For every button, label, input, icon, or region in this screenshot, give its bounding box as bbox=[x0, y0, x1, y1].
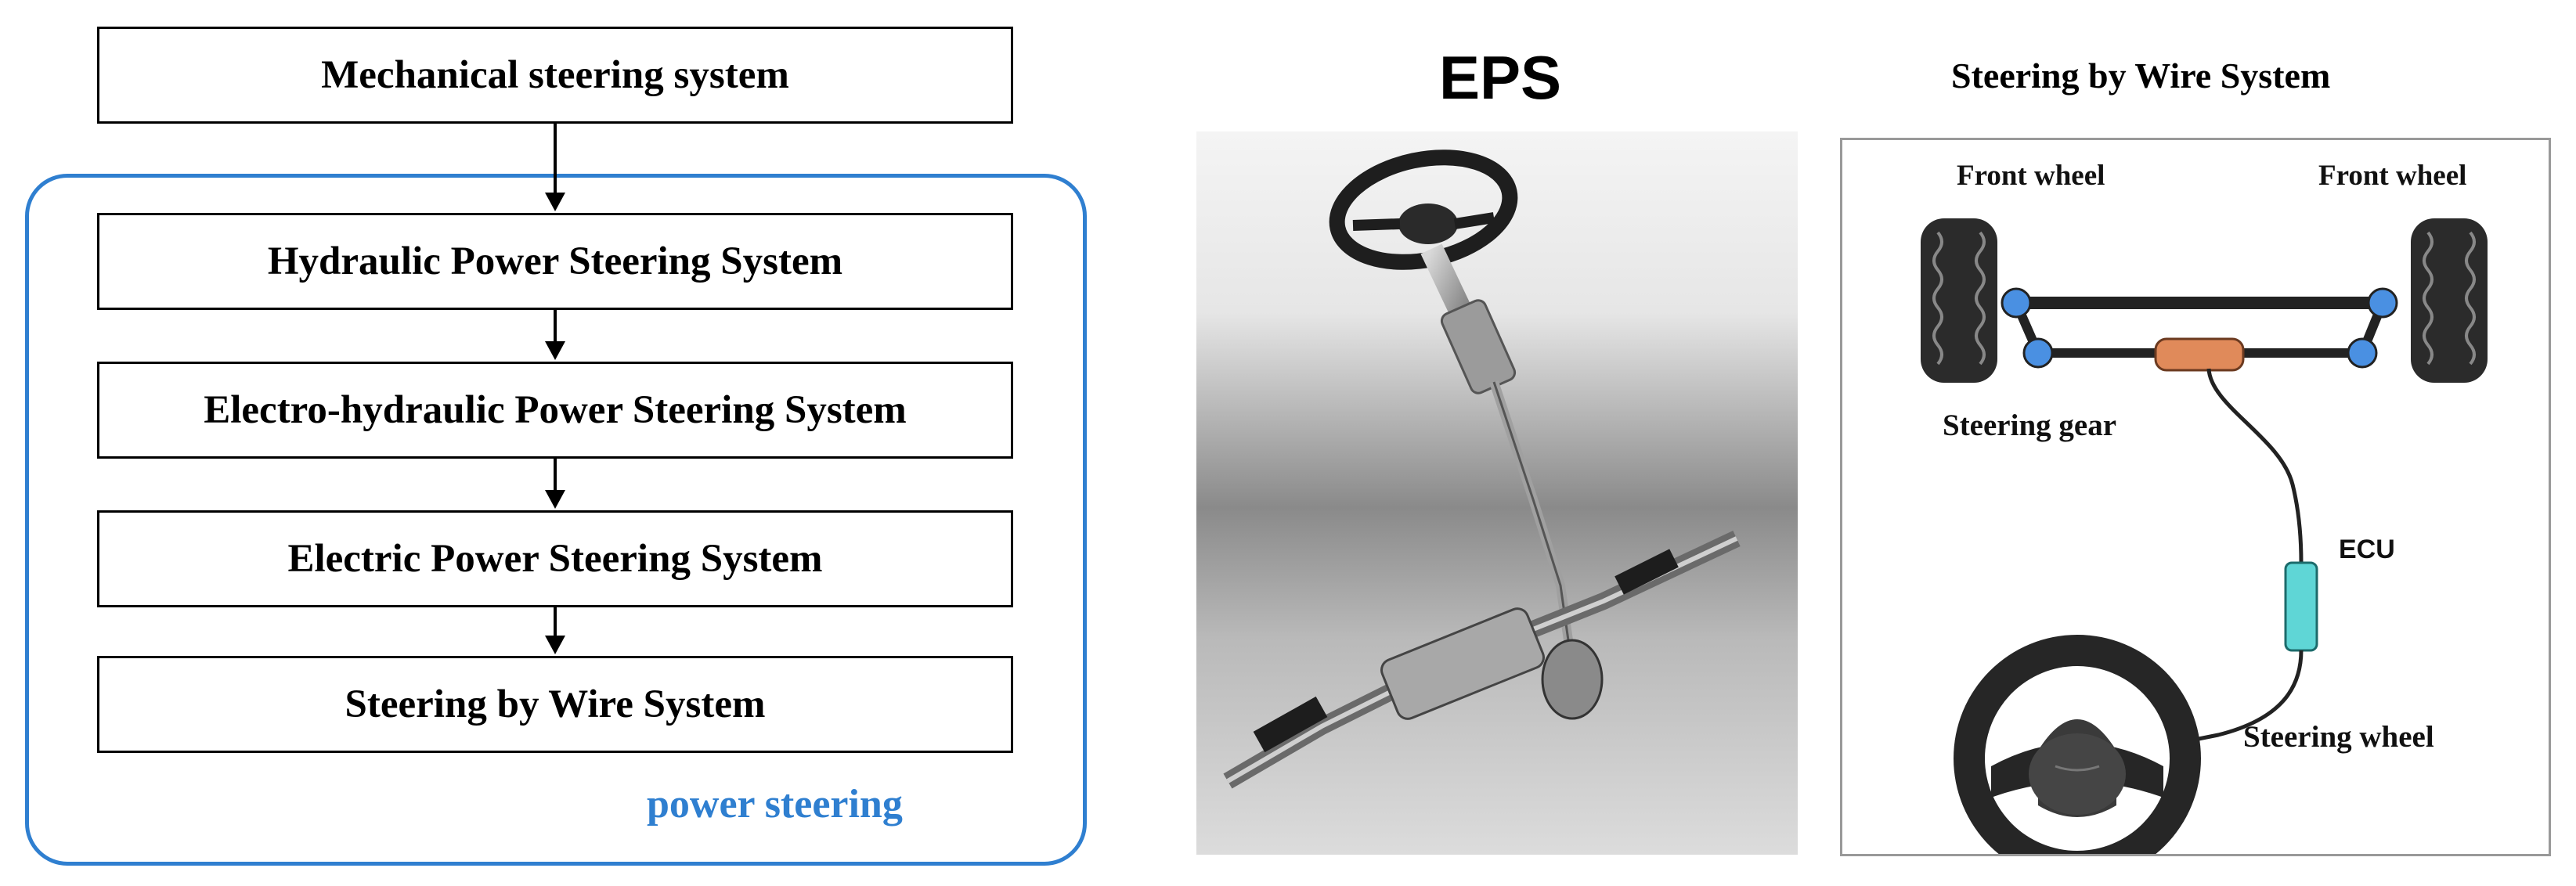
steering-gear-label: Steering gear bbox=[1943, 409, 2117, 442]
joint-icon bbox=[2022, 337, 2054, 369]
ecu-icon bbox=[2284, 561, 2318, 652]
arrow-1 bbox=[545, 124, 565, 211]
sbw-drawing bbox=[1921, 218, 2488, 854]
steering-wheel-label: Steering wheel bbox=[2243, 720, 2434, 754]
step-by-wire: Steering by Wire System bbox=[97, 656, 1013, 753]
arrow-2 bbox=[545, 310, 565, 360]
step-hydraulic: Hydraulic Power Steering System bbox=[97, 213, 1013, 310]
sbw-title: Steering by Wire System bbox=[1951, 56, 2331, 95]
right-tire-icon bbox=[2411, 218, 2488, 383]
joint-icon bbox=[2347, 337, 2378, 369]
sbw-diagram: Front wheel Front wheel Steering gear EC… bbox=[1840, 138, 2551, 856]
ecu-label: ECU bbox=[2339, 535, 2395, 564]
joint-icon bbox=[2367, 287, 2398, 319]
eps-photo bbox=[1196, 131, 1798, 855]
step-electro-hydraulic: Electro-hydraulic Power Steering System bbox=[97, 362, 1013, 459]
front-wheel-left-label: Front wheel bbox=[1957, 160, 2105, 192]
steering-gear-icon bbox=[2154, 337, 2245, 372]
step-label: Electric Power Steering System bbox=[287, 537, 823, 581]
flow-arrows bbox=[545, 124, 565, 654]
group-label: power steering bbox=[647, 782, 903, 827]
eps-illustration bbox=[1196, 131, 1798, 855]
step-mechanical: Mechanical steering system bbox=[97, 27, 1013, 124]
front-wheel-right-label: Front wheel bbox=[2318, 160, 2467, 192]
steering-wheel-icon bbox=[1954, 635, 2201, 854]
joint-icon bbox=[2001, 287, 2032, 319]
step-label: Steering by Wire System bbox=[345, 683, 766, 726]
arrow-4 bbox=[545, 607, 565, 654]
ecu-to-wheel-wire bbox=[2178, 650, 2304, 745]
left-tire-icon bbox=[1921, 218, 1997, 383]
step-label: Electro-hydraulic Power Steering System bbox=[204, 388, 907, 432]
gear-to-ecu-wire bbox=[2206, 368, 2304, 564]
steering-rack-icon bbox=[1223, 531, 1741, 789]
step-label: Hydraulic Power Steering System bbox=[267, 240, 843, 283]
step-label: Mechanical steering system bbox=[321, 53, 789, 97]
arrow-3 bbox=[545, 459, 565, 509]
eps-title: EPS bbox=[1439, 43, 1562, 112]
step-electric: Electric Power Steering System bbox=[97, 510, 1013, 607]
